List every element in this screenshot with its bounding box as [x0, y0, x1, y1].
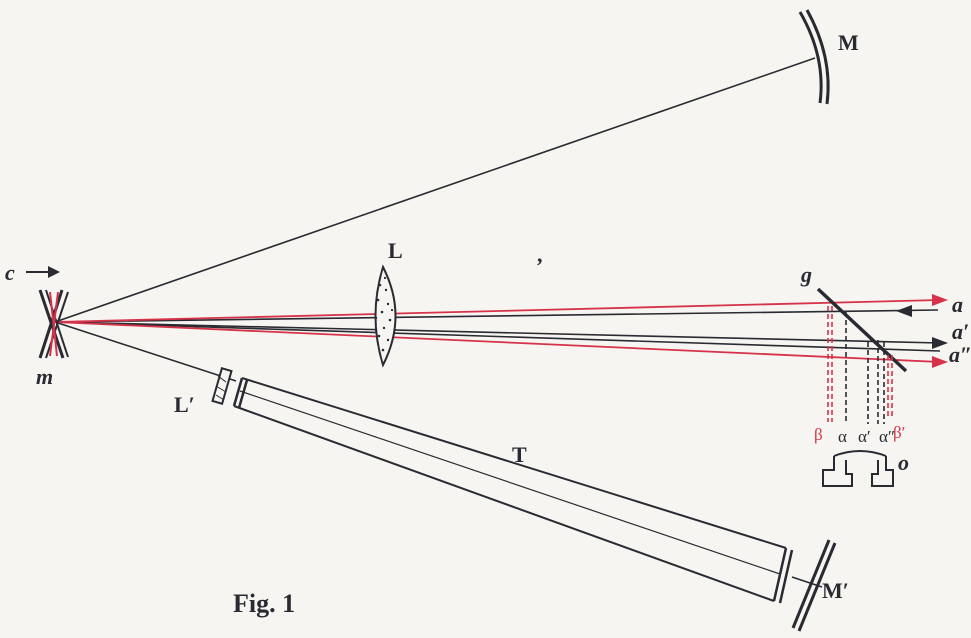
dark-rays [54, 309, 941, 352]
mirror-m [798, 9, 830, 105]
label-mirror-m-prime: M′ [822, 578, 849, 603]
red-rays [54, 299, 941, 363]
label-l: L [388, 238, 403, 263]
label-beta: β [814, 425, 823, 444]
mirror-m-prime [791, 539, 837, 632]
lens-l [374, 264, 397, 368]
label-alpha-prime: α′ [858, 427, 871, 446]
dashed-projections [827, 306, 893, 424]
label-c: c [5, 260, 15, 285]
label-o: o [898, 450, 909, 475]
lens-l-prime [211, 367, 233, 405]
label-t: T [512, 442, 527, 467]
arrow-c [26, 266, 60, 278]
label-m: m [36, 364, 53, 389]
label-mirror-m: M [838, 30, 859, 55]
label-l-prime: L′ [174, 392, 195, 417]
ray-to-mirror-m [54, 57, 816, 323]
source-m [38, 289, 69, 359]
label-g: g [800, 262, 812, 287]
label-beta-prime: β′ [893, 423, 905, 442]
label-a-double: a″ [949, 342, 971, 367]
label-a-prime: a′ [952, 319, 969, 344]
tick-mark: , [537, 242, 543, 267]
red-arrowheads [932, 294, 948, 368]
arrow-right-a-prime [932, 337, 948, 349]
arrow-left-a [896, 305, 912, 317]
ray-to-telescope [54, 321, 237, 382]
label-alpha-double: α″ [879, 427, 895, 446]
label-a: a [952, 292, 963, 317]
label-alpha: α [838, 427, 847, 446]
figure-caption: Fig. 1 [233, 589, 295, 618]
eyepiece-o [822, 450, 894, 487]
telescope-tube [232, 377, 794, 604]
